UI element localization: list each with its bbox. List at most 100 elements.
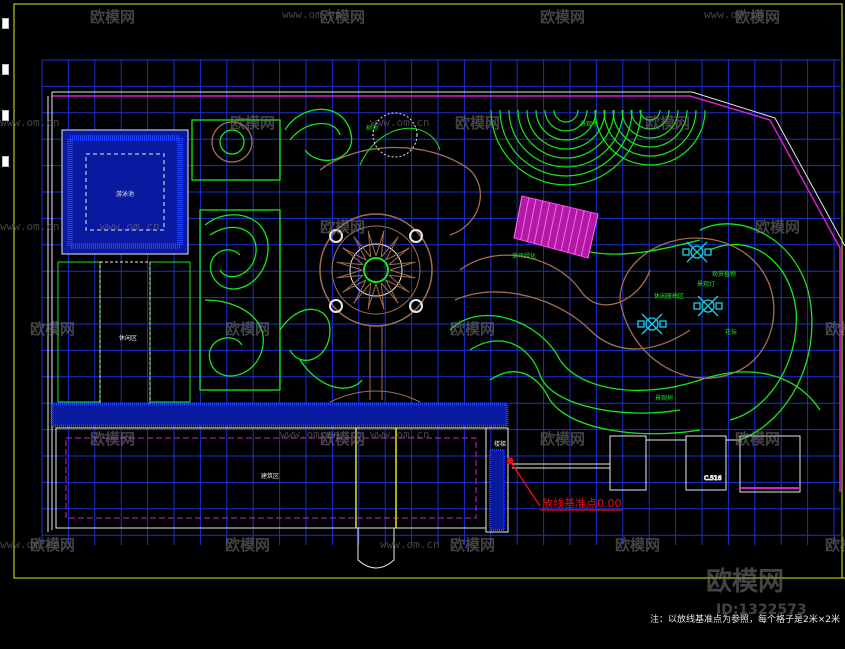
watermark-brand: 欧模网 [755, 218, 800, 236]
watermark-brand: 欧模网 [230, 114, 275, 132]
watermark-id: ID:1322573 [716, 602, 807, 618]
watermarks: 欧模网欧模网欧模网欧模网欧模网欧模网欧模网欧模网欧模网欧模网欧模网欧模网欧模网欧… [0, 8, 845, 554]
plaza-petal [336, 247, 364, 266]
maze-arc [594, 109, 706, 166]
plaza-petal [353, 230, 372, 258]
watermark-brand: 欧模网 [30, 320, 75, 338]
maze-arc [639, 109, 661, 121]
plant-label-3: 休闲座椅区 [654, 292, 684, 300]
watermark-url: www.om.cn [370, 428, 430, 441]
left-tab-2[interactable] [2, 64, 9, 75]
maze-arc [621, 109, 679, 139]
bridge-slat [547, 204, 558, 248]
room-label-2: 休闲区 [119, 334, 137, 342]
plaza-petal [342, 279, 367, 304]
watermark-brand: 欧模网 [450, 320, 495, 338]
plant-label-5: 花坛 [725, 328, 737, 336]
bridge-slat [513, 195, 523, 239]
plaza-petal [388, 274, 416, 293]
maze-arc [544, 109, 588, 132]
watermark-brand: 欧模网 [30, 536, 75, 554]
datum-label: 放线基准点0.00 [542, 496, 622, 510]
site-boundary [47, 91, 845, 532]
plaza-petal [388, 247, 416, 266]
watermark-brand: 欧模网 [225, 536, 270, 554]
maze-arc [603, 109, 697, 157]
maze-arc [517, 109, 615, 159]
pink-bridge [513, 195, 599, 259]
stair-label: 楼梯 [494, 440, 506, 448]
plaza-petal [342, 236, 367, 261]
watermark-url: www.om.cn [704, 8, 764, 21]
lawn-swirls [191, 108, 363, 391]
watermark-brand: 欧模网 [615, 536, 660, 554]
left-tab-4[interactable] [2, 156, 9, 167]
watermark-brand: 欧模网 [320, 8, 365, 26]
datum-marker: 放线基准点0.00 [506, 457, 622, 511]
plaza-petal [367, 230, 385, 257]
maze-arc [612, 109, 688, 148]
watermark-brand: 欧模网 [90, 8, 135, 26]
plaza-petal [336, 274, 364, 293]
watermark-brand: 欧模网 [320, 218, 365, 236]
pavilions [637, 241, 723, 335]
watermark-brand: 欧模网 [825, 536, 845, 554]
bridge-slat [574, 210, 585, 255]
watermark-brand: 欧模网 [540, 8, 585, 26]
bridge-slat [587, 213, 599, 259]
bridge-slat [567, 208, 578, 253]
plant-label-2: 观赏植物 [712, 270, 736, 278]
bridge-slat [553, 205, 564, 250]
bridge-slat [540, 202, 551, 246]
left-tab-3[interactable] [2, 110, 9, 121]
maze-arc [526, 109, 606, 150]
plaza-petal [385, 236, 410, 261]
watermark-brand: 欧模网 [825, 320, 845, 338]
watermark-url: www.om.cn [370, 116, 430, 129]
bridge-slat [580, 212, 592, 257]
grid-note: 注：以放线基准点为参照，每个格子是2米×2米 [650, 613, 840, 625]
bridge-slat [533, 200, 544, 244]
left-tab-1[interactable] [2, 18, 9, 29]
watermark-url: www.om.cn [0, 538, 60, 551]
plaza-petal [380, 230, 399, 258]
garden-paths-right [449, 223, 821, 441]
plaza-petal [353, 282, 372, 310]
watermark-brand: 欧模网 [540, 430, 585, 448]
watermark-url: www.om.cn [380, 538, 440, 551]
plaza-petal [367, 283, 385, 310]
watermark-url: www.om.cn [0, 116, 60, 129]
maze-arc [499, 109, 633, 177]
plant-label-7: 景观亭 [580, 120, 598, 128]
watermark-brand: 欧模网 [735, 8, 780, 26]
plant-labels: 草坪绿化 观赏植物 休闲座椅区 景观灯 花坛 景观树 景观亭 树池 [366, 120, 737, 402]
plant-label-8: 树池 [366, 124, 378, 132]
maze-arc [535, 109, 597, 141]
maze-arc [630, 109, 670, 130]
outbuildings: C.516 [512, 435, 801, 493]
building-bottom: 建筑区 楼梯 [50, 402, 509, 569]
watermark-brand: 欧模网 [225, 320, 270, 338]
room-label-1: 游泳池 [116, 190, 134, 198]
plant-label-6: 景观树 [655, 394, 673, 402]
bridge-slat [560, 207, 571, 251]
room-label-3: 建筑区 [261, 472, 279, 480]
maze-arc [490, 109, 642, 186]
ext-mark: C.516 [704, 475, 722, 482]
watermark-brand: 欧模网 [90, 430, 135, 448]
bridge-slat [520, 197, 530, 240]
building-mid-left: 休闲区 [57, 261, 191, 411]
watermark-brand-large: 欧模网 [706, 566, 784, 597]
arc-maze [490, 109, 706, 186]
plaza-petal [385, 279, 410, 304]
plaza-petal [336, 261, 363, 279]
plant-label-4: 景观灯 [697, 280, 715, 288]
watermark-url: www.om.cn [282, 8, 342, 21]
watermark-brand: 欧模网 [320, 430, 365, 448]
watermark-url: www.om.cn [0, 220, 60, 233]
bridge-slat [526, 199, 537, 242]
maze-arc [508, 109, 624, 168]
maze-arc [553, 109, 579, 123]
watermark-brand: 欧模网 [450, 536, 495, 554]
